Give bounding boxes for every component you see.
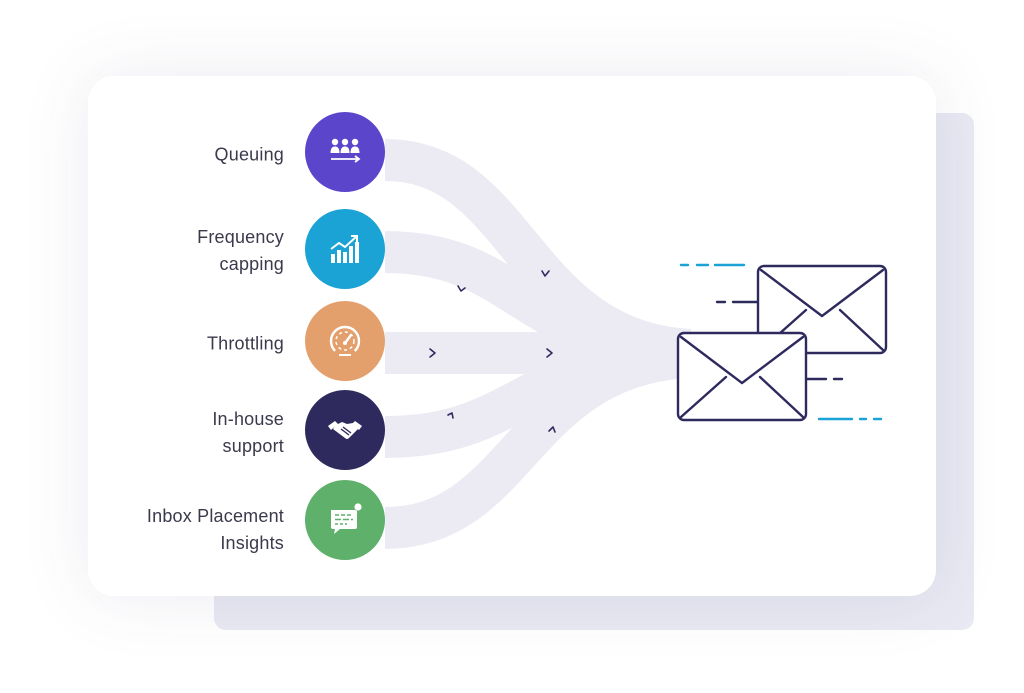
node-label-in-house-support: In-house support <box>212 409 284 456</box>
chevron-icon <box>447 412 454 419</box>
node-label-queuing: Queuing <box>214 144 284 165</box>
flow-paths <box>384 139 692 549</box>
envelope-back <box>756 264 888 355</box>
handshake-icon <box>328 421 362 439</box>
envelope-front <box>676 331 808 422</box>
node-label-frequency-capping: Frequency capping <box>197 227 284 274</box>
chevron-icon <box>548 426 556 433</box>
people-queue-icon <box>330 138 361 163</box>
node-inbox-placement-insights[interactable] <box>305 480 385 560</box>
flow-path-inbox-placement <box>384 336 692 549</box>
growth-chart-icon <box>330 235 359 263</box>
node-queuing[interactable] <box>305 112 385 192</box>
chevron-icon <box>546 348 553 358</box>
chevron-icon <box>457 285 466 292</box>
speedometer-icon <box>329 325 361 357</box>
chevron-icon <box>429 348 436 358</box>
node-label-inbox-placement-insights: Inbox Placement Insights <box>146 506 284 553</box>
envelopes-icon <box>676 263 888 422</box>
chevron-icon <box>541 270 550 277</box>
flow-chevrons <box>429 270 556 433</box>
node-in-house-support[interactable] <box>305 390 385 470</box>
node-frequency-capping[interactable] <box>305 209 385 289</box>
chat-message-icon <box>331 503 362 534</box>
node-throttling[interactable] <box>305 301 385 381</box>
node-label-throttling: Throttling <box>206 333 284 354</box>
